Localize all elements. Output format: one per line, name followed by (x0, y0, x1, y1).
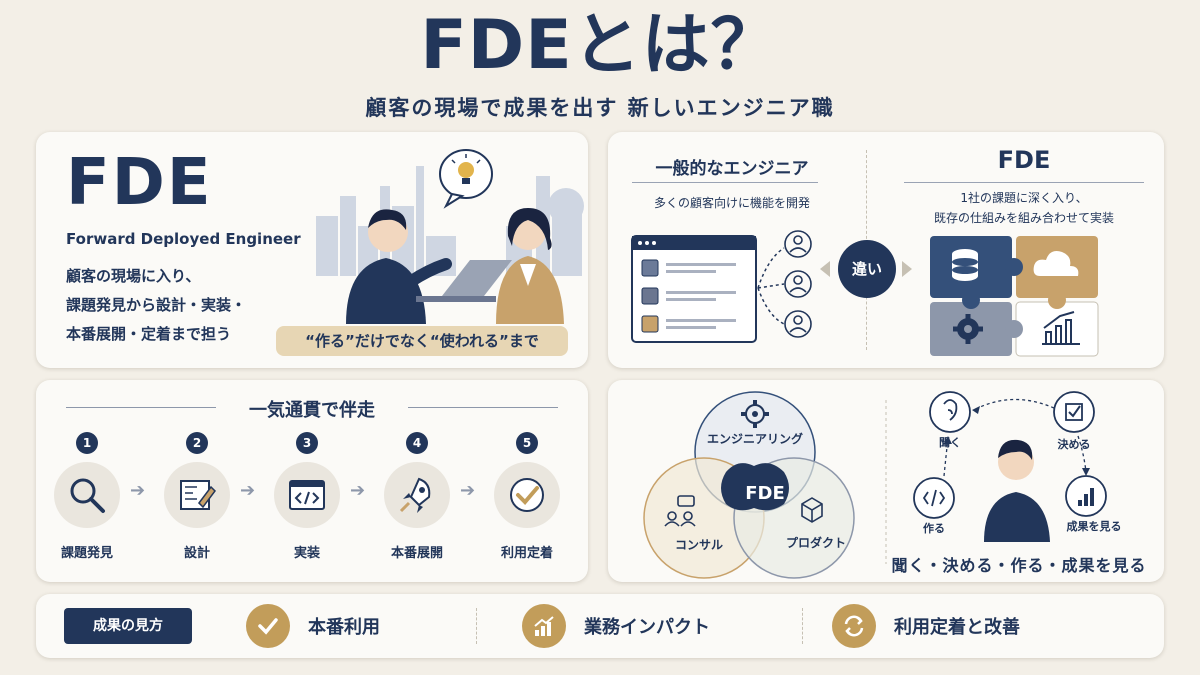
comparison-graphic (631, 230, 1099, 357)
description-line: 顧客の現場に入り、 (66, 267, 201, 285)
venn-center-fde: FDE (745, 483, 785, 504)
process-step: 5 利用定着 (482, 432, 572, 561)
intro-card: FDE Forward Deployed Engineer 顧客の現場に入り、 … (36, 132, 588, 368)
cycle-caption: 聞く・決める・作る・成果を見る (891, 556, 1147, 575)
venn-engineering: エンジニアリング (706, 432, 803, 446)
description-line: 課題発見から設計・実装・ (66, 296, 247, 314)
magnifier-icon (70, 478, 105, 513)
fde-person-figure (984, 439, 1050, 542)
process-step: 3 実装 (262, 432, 352, 561)
fde-description: 1社の課題に深く入り、 既存の仕組みを組み合わせて実装 (898, 188, 1150, 228)
arrow-right-icon: ➔ (350, 480, 366, 501)
difference-badge: 違い (838, 240, 896, 298)
general-engineer-description: 多くの顧客向けに機能を開発 (653, 196, 810, 210)
gear-icon (741, 400, 769, 428)
check-icon (246, 604, 290, 648)
step-icon-circle (164, 462, 230, 528)
arrow-right-icon: ➔ (130, 480, 146, 501)
arrow-right-icon: ➔ (240, 480, 256, 501)
step-icon-circle (384, 462, 450, 528)
divider (476, 608, 477, 644)
fde-full-name: Forward Deployed Engineer (66, 230, 301, 248)
step-label: 設計 (183, 546, 210, 561)
puzzle-graphic (930, 236, 1099, 357)
general-engineer-heading: 一般的なエンジニア (655, 159, 809, 179)
process-card: 一気通貫で伴走 1 課題発見 ➔ 2 設計 ➔ 3 (36, 380, 588, 582)
step-label: 本番展開 (390, 546, 443, 561)
refresh-icon (832, 604, 876, 648)
consultant-figure (496, 208, 564, 324)
fde-heading: FDE (997, 146, 1051, 174)
cycle-build: 作る (923, 522, 945, 535)
process-step: 2 設計 (152, 432, 242, 561)
step-number: 3 (296, 432, 318, 454)
database-icon (952, 249, 978, 281)
results-tag: 成果の見方 (64, 608, 192, 644)
fde-acronym: FDE (66, 146, 213, 220)
process-step: 1 課題発見 (42, 432, 132, 561)
step-icon-circle (54, 462, 120, 528)
result-label: 利用定着と改善 (894, 617, 1020, 638)
ear-icon (929, 391, 971, 433)
result-label: 本番利用 (308, 617, 380, 638)
step-label: 実装 (293, 546, 320, 561)
step-icon-circle (494, 462, 560, 528)
lightbulb-icon (439, 149, 493, 209)
step-label: 利用定着 (500, 546, 553, 561)
laptop-icon (416, 260, 512, 302)
step-icon-circle (274, 462, 340, 528)
venn-and-cycle-graphic (643, 391, 1107, 579)
description-line: 本番展開・定着まで担う (66, 325, 232, 343)
fde-blob (721, 463, 789, 511)
blueprint-icon (180, 480, 216, 510)
check-icon (510, 478, 544, 512)
process-title: 一気通貫で伴走 (249, 400, 375, 421)
description-line: 既存の仕組みを組み合わせて実装 (933, 211, 1114, 225)
user-icon (784, 230, 812, 338)
results-bar: 成果の見方 本番利用 業務インパクト 利用定着と改善 (36, 594, 1164, 658)
rocket-icon (399, 477, 431, 513)
chart-icon (1042, 311, 1080, 345)
page-subtitle: 顧客の現場で成果を出す 新しいエンジニア職 (365, 96, 835, 120)
growth-chart-icon (522, 604, 566, 648)
step-number: 5 (516, 432, 538, 454)
page-title: FDEとは？ (420, 6, 780, 85)
engineer-figure (346, 209, 452, 324)
chat-users-icon (664, 495, 696, 527)
gear-icon (953, 314, 983, 344)
cycle-see-results: 成果を見る (1066, 520, 1122, 533)
venn-consulting: コンサル (674, 538, 723, 552)
role-card: エンジニアリング コンサル プロダクト FDE 聞く 決める 作る 成果を見る … (608, 380, 1164, 582)
tagline-pill: “作る”だけでなく“使われる”まで (276, 326, 568, 356)
divider (66, 407, 216, 408)
divider (802, 608, 803, 644)
divider (408, 407, 558, 408)
cycle-decide: 決める (1057, 438, 1091, 451)
step-number: 4 (406, 432, 428, 454)
divider (632, 182, 818, 183)
box-icon (801, 497, 823, 523)
cycle-listen: 聞く (939, 436, 961, 449)
venn-product: プロダクト (785, 536, 846, 550)
code-window-icon (289, 480, 325, 510)
divider (904, 182, 1144, 183)
process-step: 4 本番展開 (372, 432, 462, 561)
step-label: 課題発見 (60, 546, 113, 561)
arrow-right-icon: ➔ (460, 480, 476, 501)
result-label: 業務インパクト (584, 617, 710, 638)
meeting-illustration (316, 149, 584, 324)
app-window-icon (631, 235, 757, 343)
comparison-card: 一般的なエンジニア 多くの顧客向けに機能を開発 FDE 1社の課題に深く入り、 … (608, 132, 1164, 368)
cloud-icon (1033, 251, 1079, 276)
decide-check-icon (1053, 391, 1095, 433)
step-number: 1 (76, 432, 98, 454)
description-line: 1社の課題に深く入り、 (960, 191, 1088, 205)
step-number: 2 (186, 432, 208, 454)
fde-description: 顧客の現場に入り、 課題発見から設計・実装・ 本番展開・定着まで担う (66, 262, 246, 349)
